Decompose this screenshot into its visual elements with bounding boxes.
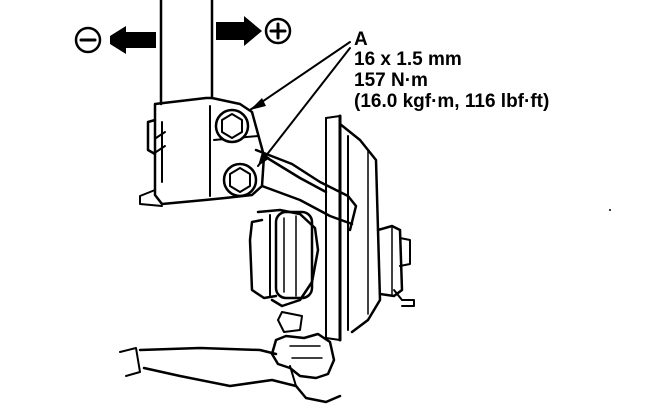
minus-direction-icon (74, 26, 156, 54)
torque-alt-spec: (16.0 kgf·m, 116 lbf·ft) (354, 91, 550, 112)
callout-leader-lines (249, 41, 351, 167)
bolt-size-spec: 16 x 1.5 mm (354, 49, 462, 70)
wheel-hub (376, 224, 415, 307)
torque-spec: 157 N·m (354, 70, 428, 91)
callout-letter: A (354, 29, 368, 50)
lower-bolt-icon (222, 162, 258, 198)
lower-control-arm (119, 346, 342, 404)
brake-disc (325, 114, 382, 342)
driveshaft-boot (248, 210, 314, 300)
scan-speck (609, 209, 611, 211)
plus-direction-icon (216, 16, 292, 46)
strut-tube (159, 0, 214, 106)
lower-ball-joint (270, 311, 336, 380)
upper-bolt-icon (214, 108, 250, 144)
